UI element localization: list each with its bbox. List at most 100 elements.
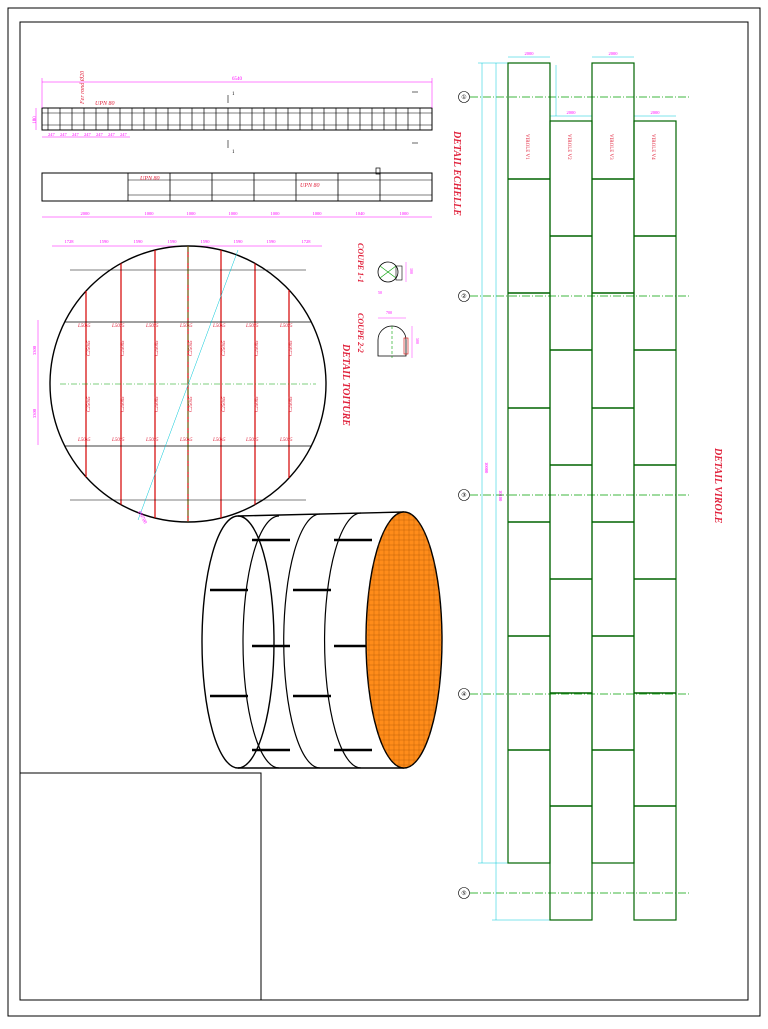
ladder-dim-2: 1000 [145,211,155,216]
shell-dim-lines [478,56,676,921]
coupe-1-dim-2: 50 [378,290,382,295]
shell-height-1: 10000 [484,462,489,474]
roof-dim-5: 1590 [201,239,211,244]
axis-label-2: ② [461,293,466,300]
roof-angle-label: L50x5 [245,438,259,443]
axis-label-1: ① [461,94,466,101]
shell-plate-strip [549,120,593,921]
roof-side-dim-2: 3300 [32,408,37,418]
shell-width-1: 2000 [525,51,535,56]
roof-title: DETAIL TOITURE [340,343,351,426]
roof-channel-label: C250x5 [255,396,260,412]
shell-axis-markers: ① ② ③ ④ ⑤ [458,91,470,899]
roof-angle-label: L50x5 [212,324,226,329]
roof-labels: L50x5L50x5C250x5C250x5L50x5L50x5C250x5C2… [77,324,294,443]
title-block [19,772,262,1001]
roof-channel-label: C250x5 [155,396,160,412]
shell-strips [507,62,677,921]
roof-angle-label: L50x5 [111,324,125,329]
ladder-dim-3: 1000 [187,211,197,216]
roof-channel-label: C250x5 [87,340,92,356]
roof-angle-label: L50x5 [145,438,159,443]
shell-title: DETAIL VIROLE [712,447,723,524]
roof-angle-label: L50x5 [179,438,193,443]
roof-channel-label: C250x5 [222,396,227,412]
roof-channel-label: C250x5 [255,340,260,356]
roof-dim-7: 1590 [267,239,277,244]
roof-angle-label: L50x5 [279,438,293,443]
ladder-profile-side-2: UPN 80 [300,183,320,189]
roof-top-dims: 1728 1590 1590 1590 1590 1590 1590 1728 [65,239,312,244]
roof-channel-label: C250x5 [121,340,126,356]
ladder-dim-8: 1000 [400,211,410,216]
coupe-1-dim-1: 100 [409,268,414,274]
roof-dim-6: 1590 [234,239,244,244]
shell-width-3: 2000 [609,51,619,56]
roof-angle-label: L50x5 [77,324,91,329]
spacing-1: 247 [48,132,56,137]
roof-channel-label: C250x5 [155,340,160,356]
axis-label-4: ④ [461,691,466,698]
roof-dim-4: 1590 [168,239,178,244]
roof-angle-label: L50x5 [145,324,159,329]
ladder-left-dim: 180 [33,116,38,124]
ladder-dim-4: 1000 [229,211,239,216]
ladder-section-mark-bottom: 1 [232,150,235,155]
shell-axes [470,96,690,894]
ladder-detail [41,91,433,202]
coupe-2-title: COUPE 2-2 [356,313,365,353]
ladder-section-mark-top: 1 [232,92,235,97]
sheet-frame [7,7,761,1017]
spacing-4: 247 [84,132,92,137]
axis-label-3: ③ [461,492,466,499]
ladder-dim-7: 1040 [356,211,366,216]
shell-label-v4: VIROLE V4 [650,134,655,160]
coupe-2-dim-2: 500 [415,338,420,344]
shell-plate-strip [633,120,677,921]
roof-angle-label: L50x5 [212,438,226,443]
spacing-2: 247 [60,132,68,137]
shell-plate-strip [591,62,635,864]
roof-diameter: Ø9700 [136,511,147,526]
shell-label-v3: VIROLE V3 [608,134,613,160]
spacing-5: 247 [96,132,104,137]
roof-side-dim-1: 3300 [32,345,37,355]
roof-angle-label: L50x5 [111,438,125,443]
roof-channel-label: C250x5 [121,396,126,412]
shell-width-2: 2000 [567,110,577,115]
roof-angle-label: L50x5 [179,324,193,329]
roof-dim-3: 1590 [134,239,144,244]
roof-channel-label: C250x5 [189,340,194,356]
coupe-2-dim-1: 700 [386,310,392,315]
ladder-dim-5: 1000 [271,211,281,216]
coupe-1-title: COUPE 1-1 [356,243,365,283]
roof-angle-label: L50x5 [77,438,91,443]
roof-angle-label: L50x5 [279,324,293,329]
roof-dim-1: 1728 [65,239,75,244]
ladder-side-posts [127,173,433,201]
tank-3d-view [201,511,443,770]
ladder-profile-side: UPN 80 [140,176,160,182]
roof-angle-label: L50x5 [245,324,259,329]
roof-channel-label: C250x5 [222,340,227,356]
tank-roof-mesh [366,512,442,768]
shell-label-v1: VIROLE V1 [524,134,529,160]
ladder-dim-6: 1000 [313,211,323,216]
spacing-6: 247 [108,132,116,137]
ladder-bottom-dims: 2000 1000 1000 1000 1000 1000 1040 1000 [81,211,410,216]
roof-dimensions [37,245,322,445]
roof-plan [49,245,327,523]
coupe-1-section [377,261,407,283]
axis-label-5: ⑤ [461,890,466,897]
shell-height-2: 10100 [498,490,503,502]
roof-channel-label: C250x5 [189,396,194,412]
spacing-7: 247 [120,132,128,137]
roof-dim-2: 1590 [100,239,110,244]
roof-channel-label: C250x5 [289,340,294,356]
roof-channel-label: C250x5 [289,396,294,412]
ladder-title: DETAIL ECHELLE [451,130,462,216]
ladder-total-dim: 6540 [232,77,243,82]
roof-dim-8: 1728 [302,239,312,244]
